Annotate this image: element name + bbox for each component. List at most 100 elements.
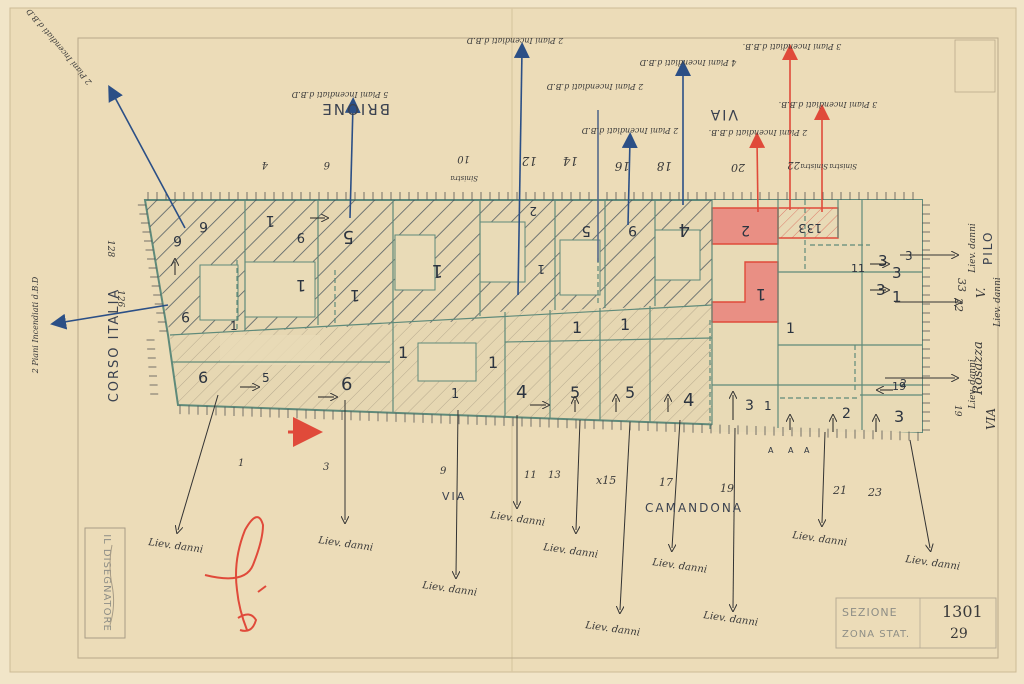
cell-number: A [804,446,810,455]
courtyard [559,239,601,296]
cell-number: 5 [625,383,635,402]
house-number: 17 [659,476,673,489]
damage-note: 3 Piani Incendiati d.B.B. [779,100,878,109]
zona-label: ZONA STAT. [842,629,910,640]
sezione-label: SEZIONE [842,606,898,619]
house-number: 6 [323,159,330,170]
courtyard [199,264,239,321]
house-number: 16 [614,159,630,173]
damage-note: 3 Piani Incendiati d.B.B. [743,42,842,51]
house-number: 3 [323,462,329,473]
house-number: 9 [440,466,447,477]
cell-number: 1 [572,318,582,337]
dashed-lines [236,200,870,430]
damage-note: 2 Piani Incendiati d.B.D [581,126,679,135]
street-via-bottom: VIA [442,490,466,503]
cell-number: 3 [905,249,913,263]
designer-stamp: IL DISEGNATORE [84,527,126,639]
top-house-numbers: 4 6 10 12 14 16 18 20 22 Sinistra Sinist… [262,153,857,182]
house-number: 21 [832,484,847,497]
house-number: 12 [522,154,537,168]
cell-number: 1 [620,315,630,334]
cell-number: 6 [341,374,352,395]
cell-number: 1 [488,353,498,372]
cell-number: 1 [296,276,306,295]
red-arrows [288,44,830,447]
cell-number: 9 [628,222,637,238]
house-number: 22 [787,159,801,170]
cell-number: 1 [537,262,545,276]
cell-number: 1 [398,343,408,362]
cell-number: 6 [199,218,208,234]
cell-number: 2 [842,406,851,422]
cell-number: 19 [892,380,906,393]
sezione-value: 1301 [942,602,983,621]
house-number: 18 [656,159,672,173]
cell-number: 6 [198,368,208,387]
damage-note: 2 Piani Incendiati d.B.D [31,276,40,374]
cell-number: 1 [230,319,238,333]
house-number: 19 [952,405,962,417]
cell-number: 3 [892,264,902,282]
cell-number: 9 [297,229,305,244]
liev-danni-label: Liev. danni [993,277,1003,328]
courtyard [654,229,701,281]
cell-number: 1 [432,260,443,281]
street-via-top: VIA [709,106,738,122]
street-pilo: PILO [981,231,995,265]
courtyard [220,335,320,365]
cell-number: 2 [529,204,537,218]
house-number: 4 [262,159,269,170]
faint-note: Sinistra [450,174,478,182]
house-number: 10 [457,153,470,164]
city-block [137,192,930,441]
courtyard [417,342,477,382]
red-signature [204,516,267,632]
house-number: 23 [867,486,882,499]
house-number: 13 [548,470,561,481]
house-number: 128 [105,240,115,257]
cell-number: 2 [741,222,750,238]
house-number: 11 [524,470,537,481]
house-number: 126 [115,290,125,307]
cell-number: 9 [181,308,190,324]
cell-number: 4 [679,219,690,240]
cell-number: A [788,446,794,455]
cell-number: 5 [581,222,591,240]
street-via-right: VIA [984,408,998,430]
cell-number: 6 [173,232,182,248]
damage-note: 5 Piani Incendiati d.B.D [291,90,388,99]
cell-number: 1 [265,212,275,230]
cell-number: 5 [570,383,580,402]
cell-number: 1 [786,321,795,337]
liev-danni-label: Liev. danni [968,359,978,410]
damage-note: 2 Piani Incendiati d.B.D [546,82,644,91]
faint-note: Sinistra [800,162,828,170]
liev-danni-arrows [178,255,958,610]
cell-number: 3 [894,407,904,426]
damage-note: 2 Piani Incendiati d.B.D [466,36,564,45]
cell-number: 3 [798,221,806,235]
house-number: 19 [720,482,734,495]
faint-note: Sinistra [829,162,857,170]
cell-number: 4 [516,382,527,403]
cell-arrows [175,218,893,432]
cell-number: 1 [892,288,902,306]
blue-arrows [50,42,691,330]
cell-number: 5 [262,371,270,385]
street-camandona: CAMANDONA [645,501,743,515]
corner-box [954,39,996,93]
house-number: x15 [596,474,616,487]
house-number: 14 [563,154,578,168]
cell-number: 1 [756,285,766,304]
cell-number: 1 [350,286,360,305]
liev-danni-label: Liev. danni [968,223,978,274]
house-number: 1 [238,458,244,469]
cell-number: 1 [764,399,772,413]
house-number: 20 [731,161,746,174]
inner-frame [77,37,999,659]
street-brione: BRIONE [320,100,390,118]
street-corso-italia: CORSO ITALIA [107,288,122,403]
street-v: V. [974,288,988,298]
